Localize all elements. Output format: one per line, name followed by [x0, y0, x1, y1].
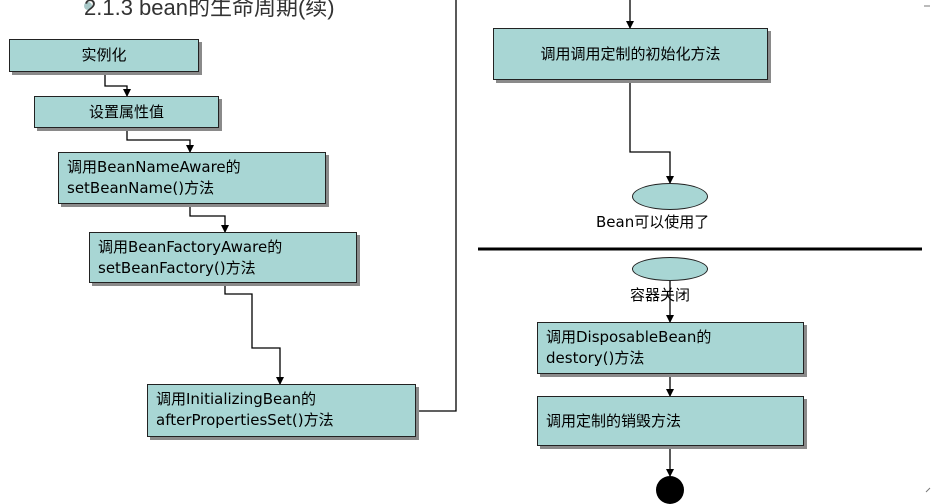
node-disposable-bean: 调用DisposableBean的 destory()方法 — [537, 322, 804, 374]
connector-custom-init-to-ready — [629, 80, 674, 184]
connector-beanfactory-to-initializing — [224, 283, 284, 385]
node-bean-factory-aware: 调用BeanFactoryAware的 setBeanFactory()方法 — [89, 232, 357, 283]
title-bullet-icon — [84, 2, 92, 10]
connector-initializing-to-custom-init — [416, 0, 457, 412]
node-bean-name-aware-line1: 调用BeanNameAware的 — [67, 158, 241, 176]
connector-instantiate-to-properties — [104, 72, 131, 97]
node-initializing-bean-line1: 调用InitializingBean的 — [156, 390, 316, 408]
node-bean-ready-ellipse — [632, 183, 708, 210]
node-bean-ready-label: Bean可以使用了 — [596, 213, 710, 231]
node-initializing-bean: 调用InitializingBean的 afterPropertiesSet()… — [147, 384, 416, 437]
node-set-properties-label: 设置属性值 — [88, 102, 164, 121]
node-bean-factory-aware-line1: 调用BeanFactoryAware的 — [98, 238, 283, 256]
node-custom-init: 调用调用定制的初始化方法 — [493, 28, 768, 80]
corner-mark-bottom — [925, 487, 931, 493]
node-instantiate: 实例化 — [9, 39, 199, 72]
node-bean-name-aware-line2: setBeanName()方法 — [67, 179, 215, 197]
node-custom-destroy: 调用定制的销毁方法 — [537, 396, 804, 446]
slide-title: 2.1.3 bean的生命周期(续) — [84, 0, 335, 20]
node-custom-init-label: 调用调用定制的初始化方法 — [540, 44, 721, 63]
node-instantiate-label: 实例化 — [81, 46, 127, 64]
node-custom-destroy-label: 调用定制的销毁方法 — [546, 411, 682, 430]
node-initializing-bean-line2: afterPropertiesSet()方法 — [156, 411, 334, 429]
node-container-close-label: 容器关闭 — [630, 286, 691, 304]
connector-beanname-to-beanfactory — [189, 204, 229, 233]
node-bean-name-aware: 调用BeanNameAware的 setBeanName()方法 — [58, 152, 326, 204]
node-set-properties: 设置属性值 — [34, 96, 219, 128]
node-bean-factory-aware-line2: setBeanFactory()方法 — [98, 259, 256, 277]
node-disposable-bean-line2: destory()方法 — [546, 349, 645, 367]
end-node-dot — [656, 476, 684, 504]
connector-properties-to-beanname — [126, 128, 194, 153]
node-disposable-bean-line1: 调用DisposableBean的 — [546, 328, 712, 346]
node-container-close-ellipse — [632, 257, 708, 281]
